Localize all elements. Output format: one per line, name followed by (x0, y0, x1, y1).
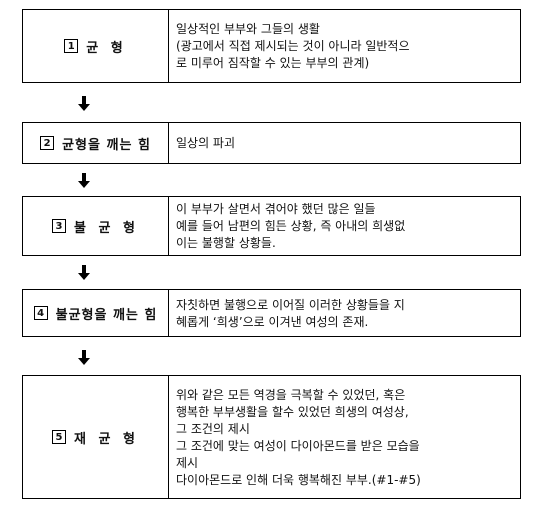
down-arrow-icon (78, 265, 90, 281)
description-line: 자칫하면 불행으로 이어질 이러한 상황들을 지 (176, 297, 405, 312)
down-arrow-icon (78, 350, 90, 366)
description-line: 그 조건에 맞는 여성이 다이아몬드를 받은 모습을 (176, 438, 420, 453)
stage-label: 4 불균형을 깨는 힘 (23, 290, 169, 336)
stage-description: 자칫하면 불행으로 이어질 이러한 상황들을 지 혜롭게 ‘희생’으로 이겨낸 … (169, 290, 520, 336)
stage-disequilibrium: 3 불 균 형 이 부부가 살면서 겪어야 했던 많은 일들 예를 들어 남편의… (22, 196, 521, 256)
description-line: (광고에서 직접 제시되는 것이 아니라 일반적으 (176, 39, 410, 53)
stage-title: 균형을 깨는 힘 (62, 137, 151, 153)
down-arrow-icon (78, 173, 90, 189)
stage-force-breaking-equilibrium: 2 균형을 깨는 힘 일상의 파괴 (22, 122, 521, 164)
stage-number-box: 2 (40, 136, 55, 150)
description-line: 이는 불행할 상황들. (176, 236, 276, 250)
description-line: 행복한 부부생활을 할수 있었던 희생의 여성상, (176, 404, 409, 419)
stage-description: 일상의 파괴 (169, 123, 520, 163)
stage-number-box: 1 (64, 39, 79, 53)
description-line: 이 부부가 살면서 겪어야 했던 많은 일들 (176, 202, 376, 216)
description-line: 일상의 파괴 (176, 136, 236, 150)
stage-number-box: 4 (33, 306, 48, 320)
stage-title: 균 형 (86, 40, 127, 56)
stage-label: 5 재 균 형 (23, 376, 169, 498)
stage-force-breaking-disequilibrium: 4 불균형을 깨는 힘 자칫하면 불행으로 이어질 이러한 상황들을 지 혜롭게… (22, 289, 521, 337)
description-line: 일상적인 부부와 그들의 생활 (176, 22, 320, 36)
stage-equilibrium: 1 균 형 일상적인 부부와 그들의 생활 (광고에서 직접 제시되는 것이 아… (22, 9, 521, 83)
stage-label: 3 불 균 형 (23, 197, 169, 255)
description-line: 혜롭게 ‘희생’으로 이겨낸 여성의 존재. (176, 314, 369, 329)
stage-title: 재 균 형 (74, 431, 139, 447)
description-line: 로 미루어 짐작할 수 있는 부부의 관계) (176, 56, 370, 70)
description-line: 다이아몬드로 인해 더욱 행복해진 부부.(#1-#5) (176, 472, 421, 487)
stage-description: 위와 같은 모든 역경을 극복할 수 있었던, 혹은 행복한 부부생활을 할수 … (169, 376, 520, 498)
down-arrow-icon (78, 96, 90, 112)
stage-number-box: 3 (52, 219, 67, 233)
stage-number-box: 5 (52, 430, 67, 444)
stage-description: 이 부부가 살면서 겪어야 했던 많은 일들 예를 들어 남편의 힘든 상황, … (169, 197, 520, 255)
description-line: 위와 같은 모든 역경을 극복할 수 있었던, 혹은 (176, 387, 406, 402)
stage-label: 2 균형을 깨는 힘 (23, 123, 169, 163)
stage-description: 일상적인 부부와 그들의 생활 (광고에서 직접 제시되는 것이 아니라 일반적… (169, 10, 520, 82)
description-line: 제시 (176, 455, 199, 470)
description-line: 그 조건의 제시 (176, 421, 250, 436)
stage-label: 1 균 형 (23, 10, 169, 82)
stage-re-equilibrium: 5 재 균 형 위와 같은 모든 역경을 극복할 수 있었던, 혹은 행복한 부… (22, 375, 521, 499)
stage-title: 불 균 형 (74, 220, 139, 236)
description-line: 예를 들어 남편의 힘든 상황, 즉 아내의 희생없 (176, 219, 406, 233)
stage-title: 불균형을 깨는 힘 (55, 307, 158, 323)
